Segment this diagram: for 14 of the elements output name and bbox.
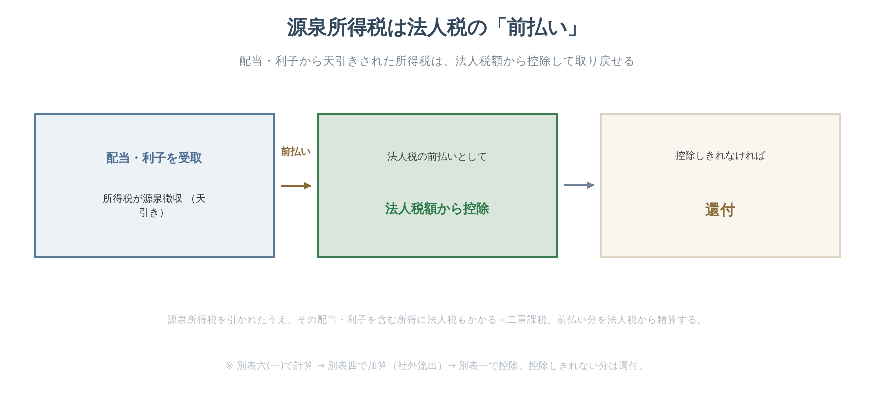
box-text: 還付 bbox=[706, 200, 736, 221]
edge-label: 前払い bbox=[278, 145, 314, 159]
subtitle: 配当・利子から天引きされた所得税は、法人税額から控除して取り戻せる bbox=[238, 54, 636, 69]
note-text: 源泉所得税を引かれたうえ、その配当・利子を含む所得に法人税もかかる＝二重課税。前払い分を法人税から精算する。 bbox=[166, 314, 708, 327]
title: 源泉所得税は法人税の「前払い」 bbox=[286, 14, 588, 41]
box-heading: 法人税の前払いとして bbox=[388, 151, 488, 166]
box-text: 法人税額から控除 bbox=[386, 201, 490, 220]
footnote-text: ※ 別表六(一)で計算 → 別表四で加算（社外流出）→ 別表一で控除。控除しきれない分は還付。 bbox=[224, 360, 650, 373]
process-box bbox=[317, 113, 558, 258]
process-box bbox=[34, 113, 275, 258]
box-text: 所得税が源泉徴収 （天引き） bbox=[102, 192, 208, 221]
box-heading: 配当・利子を受取 bbox=[106, 150, 202, 167]
process-box bbox=[600, 113, 841, 258]
box-heading: 控除しきれなければ bbox=[676, 150, 766, 164]
